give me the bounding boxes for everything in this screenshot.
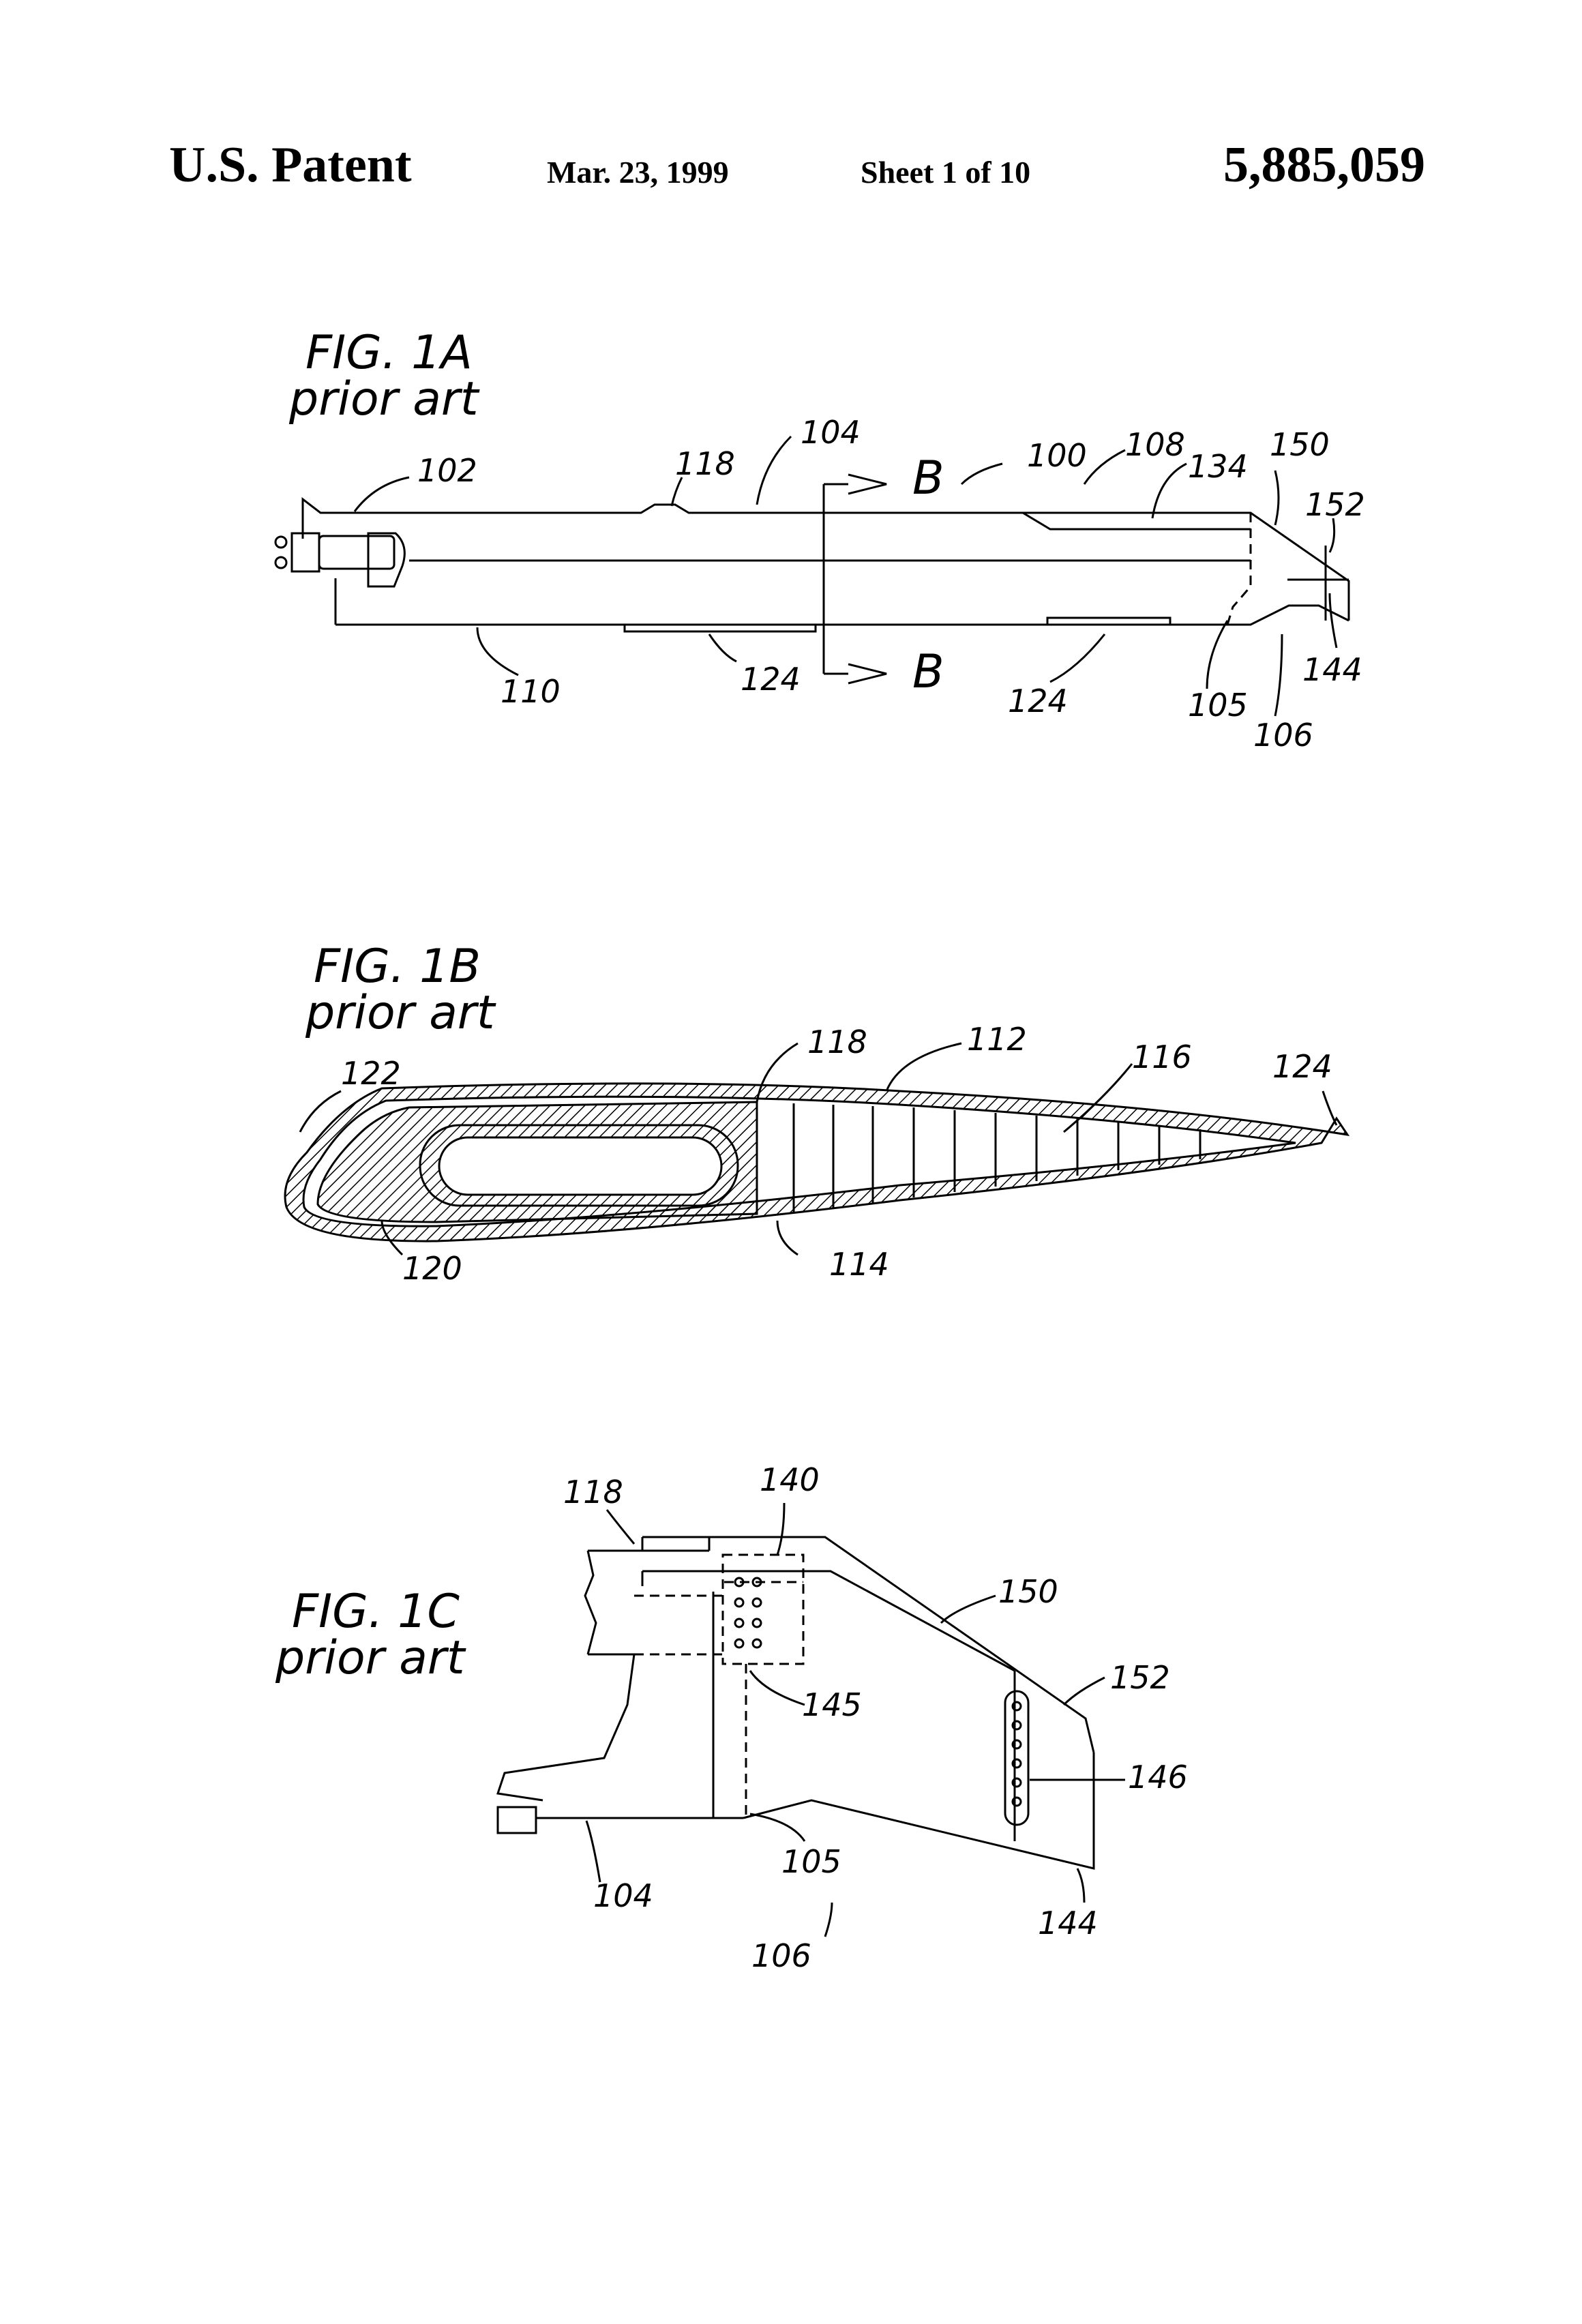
fig1c-label-104: 104 <box>593 1877 653 1914</box>
fig1a-label-124-right: 124 <box>1008 683 1068 719</box>
fig1b-label-112: 112 <box>967 1021 1027 1058</box>
fig1a-label-106: 106 <box>1253 717 1313 754</box>
figure-1a: FIG. 1A prior art <box>275 326 1365 754</box>
fig1a-label-104: 104 <box>801 414 861 451</box>
fig1a-label-110: 110 <box>501 673 561 710</box>
fig1b-label-114: 114 <box>829 1246 889 1283</box>
fig1a-section-b-bottom: B <box>912 645 944 699</box>
fig1b-subtitle: prior art <box>305 986 496 1040</box>
fig1c-label-105: 105 <box>781 1843 841 1880</box>
fig1a-label-108: 108 <box>1125 426 1185 463</box>
fig1c-label-145: 145 <box>802 1686 862 1723</box>
fig1c-label-140: 140 <box>760 1461 820 1498</box>
fig1a-label-118: 118 <box>675 445 735 482</box>
fig1a-label-124-left: 124 <box>741 661 801 698</box>
fig1a-label-150: 150 <box>1270 426 1330 463</box>
fig1a-label-144: 144 <box>1302 651 1362 688</box>
fig1a-label-105: 105 <box>1188 687 1248 724</box>
fig1a-label-152: 152 <box>1305 486 1365 523</box>
fig1b-label-116: 116 <box>1132 1039 1192 1075</box>
fig1a-section-line <box>824 475 886 683</box>
fig1b-label-118: 118 <box>807 1024 867 1060</box>
fig1b-label-124: 124 <box>1272 1048 1332 1085</box>
fig1a-label-102: 102 <box>417 452 477 489</box>
fig1c-label-152: 152 <box>1110 1659 1170 1696</box>
fig1c-label-146: 146 <box>1128 1759 1188 1796</box>
figure-1b: FIG. 1B prior art <box>285 940 1347 1287</box>
fig1c-rivets-140 <box>735 1578 761 1648</box>
fig1c-label-118: 118 <box>563 1474 623 1510</box>
fig1a-label-134: 134 <box>1188 448 1248 485</box>
fig1a-section-b-top: B <box>912 451 944 505</box>
fig1a-label-100: 100 <box>1027 437 1087 474</box>
fig1c-label-150: 150 <box>998 1573 1058 1610</box>
fig1c-label-106: 106 <box>751 1937 811 1974</box>
fig1c-subtitle: prior art <box>275 1631 466 1685</box>
fig1c-label-144: 144 <box>1038 1905 1098 1941</box>
fig1b-label-120: 120 <box>402 1250 462 1287</box>
fig1a-blade-outline <box>335 505 1349 631</box>
fig1a-subtitle: prior art <box>288 372 480 426</box>
figure-1c: FIG. 1C prior art <box>275 1461 1188 1974</box>
fig1b-label-122: 122 <box>341 1055 401 1092</box>
